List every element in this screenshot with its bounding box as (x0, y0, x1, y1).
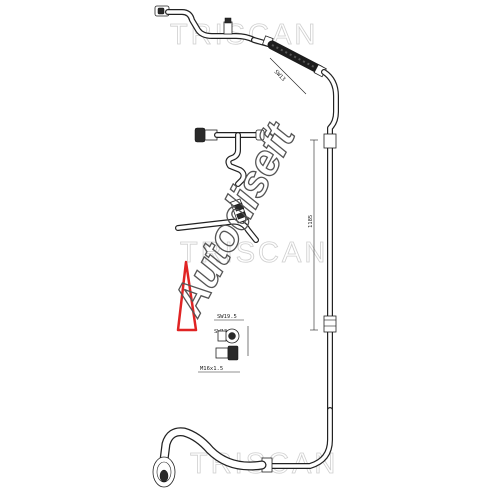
bottom-end-fitting (152, 456, 176, 488)
brand-watermark-middle: TRISCAN (180, 237, 328, 269)
top-pipe-assembly: SW13 (154, 5, 339, 143)
logo-watermark-text: Autodiseft (163, 113, 306, 323)
logo-watermark: Autodiseft (162, 113, 306, 332)
detail-angled-pipe (175, 198, 259, 243)
fitting-nut (217, 328, 240, 344)
hose-dimension-label: SW13 (273, 69, 287, 83)
long-pipe-dimension-label: 1185 (308, 215, 314, 228)
fitting-connector (215, 345, 239, 361)
fitting-dimension-label-1: SW19.5 (217, 314, 237, 320)
long-pipe-dimension: 1185 (308, 139, 318, 331)
angled-pipe-clip (230, 198, 248, 224)
pipe-clamp (223, 17, 233, 35)
long-vertical-pipe: 1185 (308, 133, 337, 413)
bottom-hose-assembly (152, 407, 333, 488)
fitting-dimension-label-3: M16x1.5 (200, 366, 223, 372)
detail-fittings: SW19.5 SW13 M16x1.5 (198, 314, 249, 373)
detail-bracket-pipe (194, 127, 265, 187)
